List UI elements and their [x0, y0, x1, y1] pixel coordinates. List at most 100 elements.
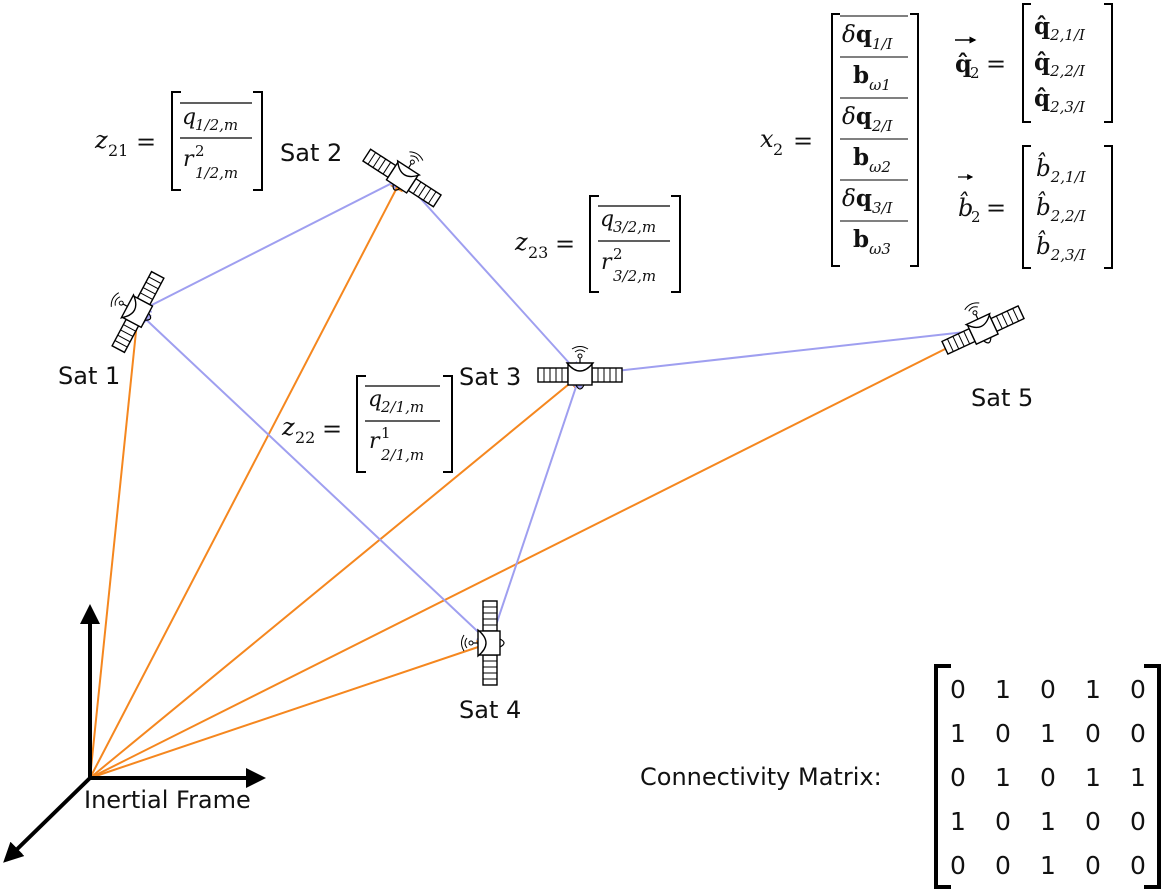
q2-lhs-sub: 2	[970, 64, 980, 82]
matrix-cell-1-0: 1	[950, 719, 966, 748]
inertial-vector-sat5	[89, 329, 985, 779]
z23-bot-sup: 2	[613, 245, 623, 263]
matrix-cell-2-2: 0	[1040, 763, 1056, 792]
x2-equals: =	[793, 127, 813, 155]
sat1-label: Sat 1	[58, 362, 120, 390]
sat5-label: Sat 5	[971, 384, 1033, 412]
z21-bot-sup: 2	[195, 142, 205, 160]
b2-row-2: b̂2,3/I	[1036, 231, 1087, 264]
q2-row-2: q̂2,3/I	[1034, 85, 1086, 116]
matrix-cell-3-1: 0	[995, 807, 1011, 836]
matrix-cell-0-3: 1	[1085, 675, 1101, 704]
x2-lhs-sub: 2	[773, 140, 783, 159]
inertial-vector-sat1	[89, 310, 144, 779]
matrix-cell-1-1: 0	[995, 719, 1011, 748]
z21-top-sub: 1/2,m	[195, 116, 238, 134]
q2-lhs: q̂	[955, 49, 972, 78]
connectivity-label: Connectivity Matrix:	[640, 763, 882, 791]
sat2-label: Sat 2	[280, 139, 342, 167]
z21-bot: r	[183, 147, 195, 172]
q2-equals: =	[986, 50, 1006, 78]
z22-bot-sub: 2/1,m	[380, 446, 424, 464]
x2-row-2: δq2/I	[842, 103, 894, 135]
equation-z22: z 22 = q 2/1,m r 1 2/1,m	[281, 375, 453, 473]
sat4-icon	[460, 600, 505, 686]
matrix-cell-4-1: 0	[995, 851, 1011, 880]
x2-lhs: x	[760, 125, 774, 153]
z23-top: q	[600, 207, 614, 232]
sat4-label: Sat 4	[459, 696, 521, 724]
sat2-icon	[358, 130, 454, 214]
z22-top-sub: 2/1,m	[380, 398, 424, 416]
matrix-cell-2-0: 0	[950, 763, 966, 792]
z21-lhs: z	[94, 126, 108, 154]
x2-row-1: bω1	[853, 62, 891, 94]
z23-lhs-sub: 23	[528, 243, 548, 262]
sat1-icon	[92, 260, 171, 357]
q2-row-0: q̂2,1/I	[1034, 13, 1086, 44]
z22-bot-sup: 1	[381, 424, 391, 442]
matrix-cell-0-0: 0	[950, 675, 966, 704]
b2-row-0: b̂2,1/I	[1036, 153, 1087, 186]
matrix-cell-0-4: 0	[1130, 675, 1146, 704]
inertial-vector-sat4	[89, 640, 492, 779]
links-layer	[89, 176, 985, 779]
z22-equals: =	[322, 415, 342, 443]
x2-row-3: bω2	[853, 144, 891, 176]
matrix-cell-0-1: 1	[995, 675, 1011, 704]
equation-b2: b̂ 2 = b̂2,1/Ib̂2,2/Ib̂2,3/I	[958, 145, 1113, 269]
matrix-cell-2-1: 1	[995, 763, 1011, 792]
inertial-frame-label: Inertial Frame	[84, 786, 251, 814]
link-sat2-sat3	[401, 176, 581, 377]
z22-lhs-sub: 22	[295, 428, 315, 447]
x2-row-5: bω3	[853, 226, 891, 258]
z23-bot-sub: 3/2,m	[613, 267, 656, 285]
matrix-cell-0-2: 0	[1040, 675, 1056, 704]
b2-row-1: b̂2,2/I	[1036, 192, 1087, 225]
z21-top: q	[182, 105, 196, 130]
matrix-cell-1-4: 0	[1130, 719, 1146, 748]
link-sat1-sat4	[136, 311, 492, 644]
z23-lhs: z	[514, 228, 528, 256]
matrix-cell-3-4: 0	[1130, 807, 1146, 836]
z21-lhs-sub: 21	[108, 141, 128, 160]
matrix-cell-4-2: 1	[1040, 851, 1056, 880]
q2-row-1: q̂2,2/I	[1034, 49, 1086, 80]
sat3-label: Sat 3	[459, 363, 521, 391]
matrix-cell-2-3: 1	[1085, 763, 1101, 792]
matrix-cell-3-3: 0	[1085, 807, 1101, 836]
b2-equals: =	[986, 194, 1006, 222]
z23-bot: r	[601, 250, 613, 275]
z21-equals: =	[136, 128, 156, 156]
sat3-icon	[537, 345, 623, 390]
axis-y-arrow	[3, 776, 92, 863]
z23-equals: =	[555, 230, 575, 258]
z22-lhs: z	[281, 413, 295, 441]
z21-bot-sub: 1/2,m	[195, 164, 238, 182]
z22-top: q	[368, 387, 382, 412]
x2-row-0: δq1/I	[842, 21, 894, 53]
matrix-cell-4-4: 0	[1130, 851, 1146, 880]
equation-z21: z 21 = q 1/2,m r 2 1/2,m	[94, 91, 263, 191]
b2-lhs: b̂	[958, 191, 973, 222]
matrix-cell-3-2: 1	[1040, 807, 1056, 836]
equation-q2: q̂ 2 = q̂2,1/I q̂2,2/I q̂2,3/I	[955, 3, 1113, 123]
matrix-cell-2-4: 1	[1130, 763, 1146, 792]
link-sat3-sat5	[578, 324, 985, 381]
matrix-cell-1-2: 1	[1040, 719, 1056, 748]
z22-bot: r	[369, 429, 381, 454]
matrix-cell-4-0: 0	[950, 851, 966, 880]
matrix-cell-4-3: 0	[1085, 851, 1101, 880]
z23-top-sub: 3/2,m	[613, 218, 656, 236]
equation-z23: z 23 = q 3/2,m r 2 3/2,m	[514, 195, 681, 293]
matrix-cell-3-0: 1	[950, 807, 966, 836]
link-sat1-sat2	[136, 177, 404, 313]
link-sat3-sat4	[487, 373, 583, 645]
inertial-frame-axes	[3, 604, 266, 863]
sat5-icon	[932, 285, 1028, 362]
x2-row-4: δq3/I	[842, 185, 894, 217]
equation-x2: x 2 = δq1/I bω1 δq2/I bω2 δq3/I bω3	[760, 13, 919, 267]
